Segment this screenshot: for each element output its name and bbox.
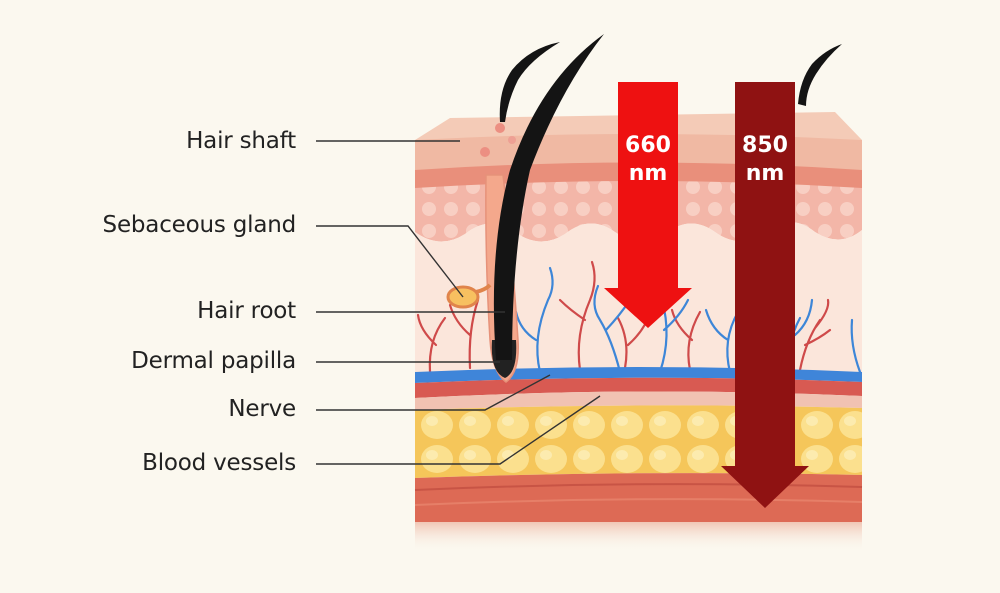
arrow-850nm [721, 82, 809, 508]
muscle-layer [415, 473, 862, 522]
hair-stub-right [798, 44, 842, 106]
label-blood-vessels: Blood vessels [142, 450, 296, 476]
arrow-850-value: 850 [742, 133, 788, 158]
label-dermal-papilla: Dermal papilla [131, 348, 296, 374]
label-nerve: Nerve [228, 396, 296, 422]
label-hair-root: Hair root [197, 298, 296, 324]
hair-stub-left [499, 42, 560, 122]
arrow-660-value: 660 [625, 133, 671, 158]
label-sebaceous-gland: Sebaceous gland [102, 212, 297, 238]
arrow-660-unit: nm [629, 161, 668, 186]
label-hair-shaft: Hair shaft [186, 128, 296, 154]
leader-lines [316, 140, 601, 465]
hair-shaft-strand [493, 34, 604, 360]
arrow-850-unit: nm [746, 161, 785, 186]
arrow-660nm [604, 82, 692, 328]
